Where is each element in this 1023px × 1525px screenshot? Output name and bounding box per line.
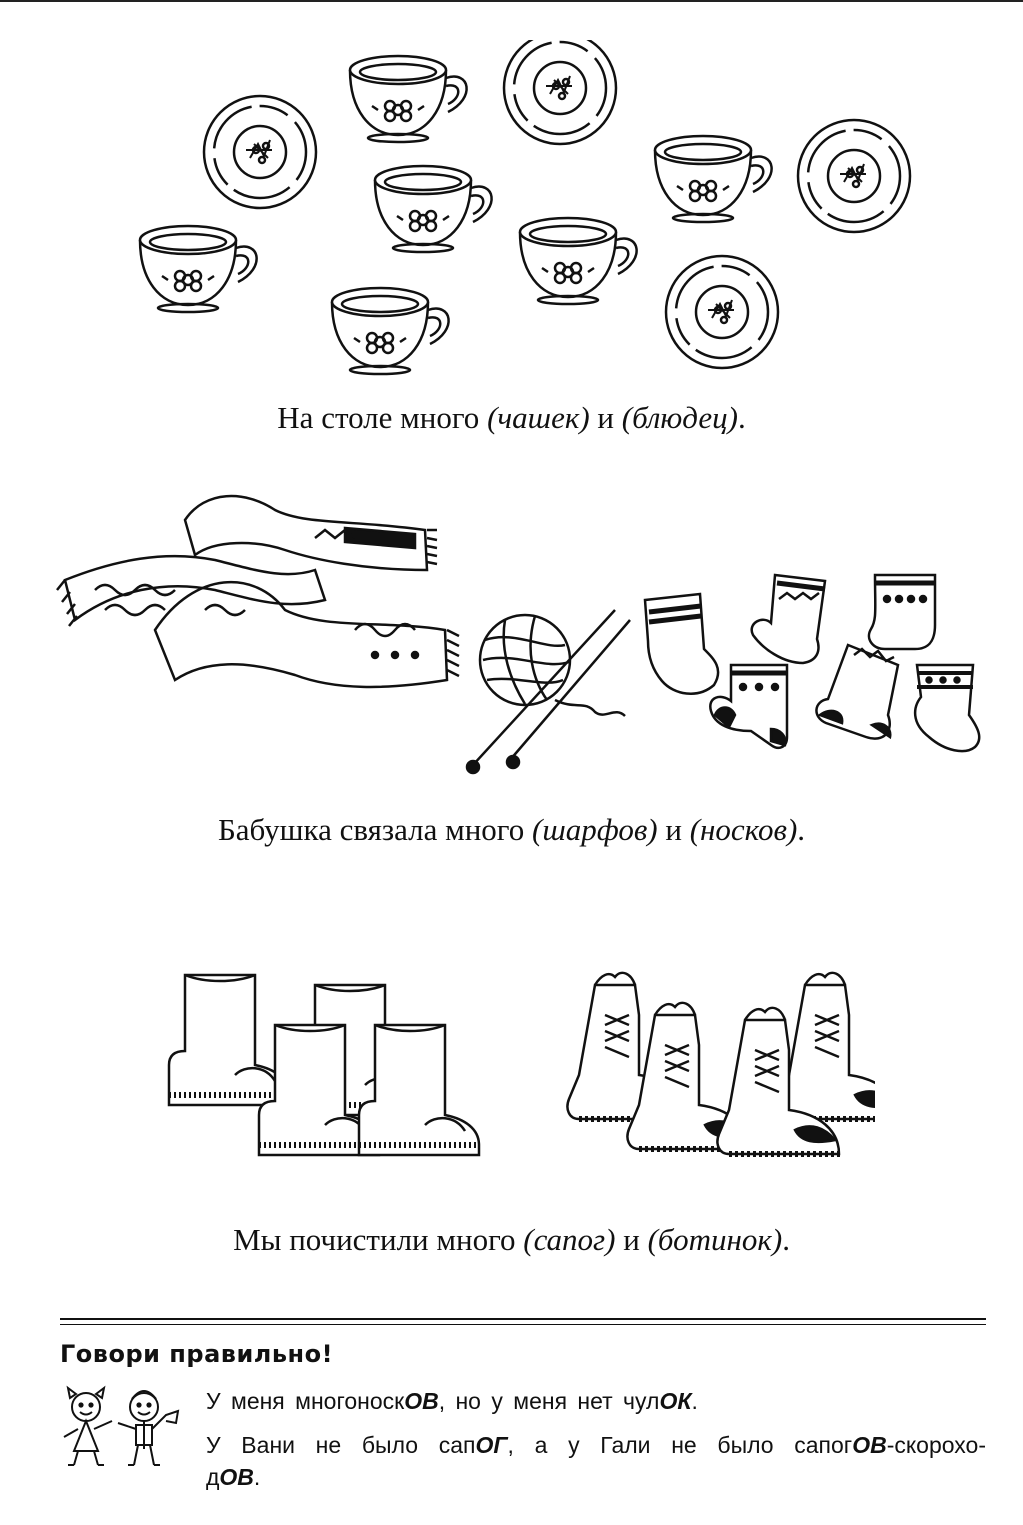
felt-boot-icon <box>169 975 289 1105</box>
tip-line-3: дОВ. <box>206 1460 986 1494</box>
tip-text: . <box>253 1464 261 1490</box>
tip-text: -скорохо- <box>886 1432 986 1458</box>
sock-icon <box>914 663 981 753</box>
caption-word-1: (чашек) <box>487 400 590 435</box>
divider-line <box>60 1324 986 1325</box>
sock-icon <box>815 643 900 740</box>
tip-ending: ОВ <box>404 1388 439 1414</box>
tip-ending: ОВ <box>852 1432 887 1458</box>
cups-and-saucers-illustration <box>110 40 930 380</box>
teacup-icon <box>348 54 468 144</box>
tip-heading: Говори правильно! <box>60 1340 334 1368</box>
tip-line-1: У меня многоноскОВ, но у меня нет чулОК. <box>206 1384 986 1418</box>
saucer-icon <box>664 254 780 370</box>
knitting-needles-icon <box>465 609 631 775</box>
scarves-and-socks-illustration <box>55 480 990 780</box>
sock-icon <box>867 573 937 651</box>
sock-icon <box>709 663 789 749</box>
tip-text: . <box>691 1388 698 1414</box>
boots-illustration <box>155 965 875 1175</box>
tip-ending: ОГ <box>475 1432 508 1458</box>
sock-icon <box>750 573 827 665</box>
caption-text: На столе много <box>277 400 488 435</box>
scarf-icon <box>183 494 438 572</box>
caption-text: . <box>797 812 806 847</box>
caption-text: . <box>737 400 746 435</box>
tip-text: , а у Гали не было сапог <box>507 1432 853 1458</box>
tip-ending: ОК <box>659 1388 692 1414</box>
caption-cups: На столе много (чашек) и (блюдец). <box>0 400 1023 436</box>
caption-text: Бабушка связала много <box>217 812 532 847</box>
caption-word-1: (шарфов) <box>532 812 658 847</box>
teacup-icon <box>653 134 773 224</box>
caption-text: и <box>657 812 690 847</box>
caption-text: и <box>589 400 622 435</box>
caption-word-2: (блюдец) <box>621 400 738 435</box>
tip-text: , но у меня нет чул <box>438 1388 660 1414</box>
scarf-icon <box>153 580 460 689</box>
saucer-icon <box>502 40 618 146</box>
divider-line <box>60 1318 986 1320</box>
teacup-icon <box>138 224 258 314</box>
caption-word-1: (сапог) <box>523 1222 616 1257</box>
caption-text: и <box>615 1222 648 1257</box>
teacup-icon <box>373 164 493 254</box>
tip-text: У Вани не было сап <box>206 1432 476 1458</box>
caption-text: . <box>782 1222 790 1257</box>
yarn-ball-icon <box>478 613 626 717</box>
scarf-icon <box>56 554 327 627</box>
saucer-icon <box>202 94 318 210</box>
caption-text: Мы почистили много <box>233 1222 524 1257</box>
caption-word-2: (носков) <box>689 812 798 847</box>
sock-icon <box>643 592 720 695</box>
tip-ending: ОВ <box>219 1464 254 1490</box>
teacup-icon <box>518 216 638 306</box>
felt-boot-icon <box>359 1025 479 1155</box>
children-icon <box>56 1385 186 1475</box>
top-border <box>0 0 1023 2</box>
caption-scarves: Бабушка связала много (шарфов) и (носков… <box>0 812 1023 848</box>
caption-boots: Мы почистили много (сапог) и (ботинок). <box>0 1222 1023 1258</box>
saucer-icon <box>796 118 912 234</box>
tip-text: У меня многоноск <box>206 1388 405 1414</box>
tip-line-2: У Вани не было сапОГ, а у Гали не было с… <box>206 1428 986 1462</box>
laced-boot-icon <box>777 973 875 1119</box>
caption-word-2: (ботинок) <box>647 1222 783 1257</box>
teacup-icon <box>330 286 450 376</box>
tip-text: д <box>206 1464 220 1490</box>
